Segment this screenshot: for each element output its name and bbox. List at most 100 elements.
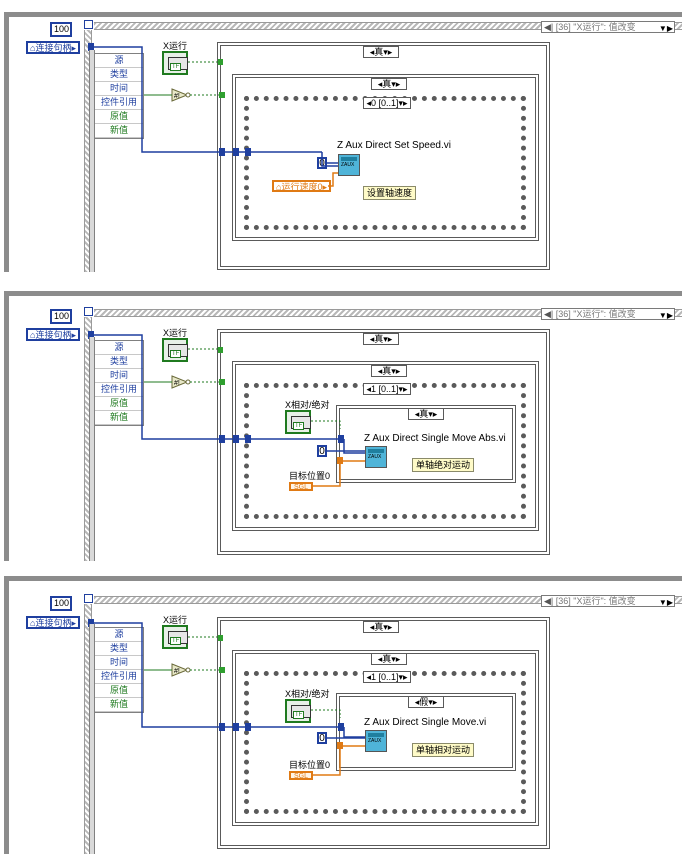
event-data-type: 类型 [95, 642, 143, 656]
event-case-selector[interactable]: ◀| [36] "X运行": 值改变 ▼▶ [541, 595, 675, 607]
outer-case-tunnel [218, 635, 223, 641]
event-data-ctlref: 控件引用 [95, 96, 143, 110]
event-data-source: 源 [95, 341, 143, 355]
nested-case-selector[interactable]: ◂真▾▸ [408, 408, 444, 420]
comment-label: 单轴相对运动 [412, 743, 475, 757]
outer-case-tunnel [218, 59, 223, 65]
zero-constant[interactable]: 0 [317, 157, 327, 169]
target-position-control[interactable]: SGL [289, 771, 313, 780]
inner-case-value: 真 [382, 366, 392, 376]
outer-case-value: 真 [374, 334, 384, 344]
outer-case-tunnel [218, 347, 223, 353]
event-data-type: 类型 [95, 68, 143, 82]
panel-border [4, 576, 682, 581]
not-gate-icon: #! [171, 375, 191, 391]
inner-case-value: 真 [382, 654, 392, 664]
nested-case-value: 假 [419, 697, 429, 707]
house-icon: ⌂ [276, 182, 282, 192]
outer-case-structure [217, 42, 550, 270]
event-selector-arrows-icon[interactable]: ▼▶ [658, 311, 673, 320]
sequence-value: 1 [0..1] [370, 672, 399, 682]
event-data-type: 类型 [95, 355, 143, 369]
handle-tunnel [88, 619, 94, 627]
diagram-panel-3: 100 ◀| [36] "X运行": 值改变 ▼▶ ⌂连接句柄▸ 源 类型 时间… [4, 576, 682, 854]
event-data-ctlref: 控件引用 [95, 670, 143, 684]
event-selector-label: [36] "X运行": 值改变 [555, 22, 636, 32]
svg-text:#!: #! [174, 93, 180, 100]
panel-border [4, 12, 9, 272]
house-icon: ⌂ [30, 618, 36, 628]
inner-case-structure [232, 650, 539, 826]
event-selector-left-icon[interactable]: ◀| [544, 22, 554, 32]
timeout-constant[interactable]: 100 [50, 309, 72, 324]
house-icon: ⌂ [30, 43, 36, 53]
timeout-constant[interactable]: 100 [50, 596, 72, 611]
event-selector-arrows-icon[interactable]: ▼▶ [658, 598, 673, 607]
panel-border [4, 12, 682, 17]
speed-control[interactable]: ⌂运行速度0▸ [272, 180, 331, 192]
zero-constant[interactable]: 0 [317, 445, 327, 457]
not-gate-icon: #! [171, 663, 191, 679]
event-case-selector[interactable]: ◀| [36] "X运行": 值改变 ▼▶ [541, 308, 675, 320]
handle-tunnel [88, 331, 94, 339]
event-selector-arrows-icon[interactable]: ▼▶ [658, 24, 673, 33]
vi-icon[interactable]: ZAUX [338, 154, 360, 176]
event-data-time: 时间 [95, 656, 143, 670]
outer-case-value: 真 [374, 47, 384, 57]
timeout-terminal-icon [84, 594, 93, 603]
event-data-node: 源 类型 时间 控件引用 原值 新值 [94, 627, 144, 713]
zero-constant[interactable]: 0 [317, 732, 327, 744]
outer-case-selector[interactable]: ◂真▾▸ [363, 621, 399, 633]
comment-label: 单轴绝对运动 [412, 458, 475, 472]
nested-case-structure [336, 693, 516, 771]
outer-case-value: 真 [374, 622, 384, 632]
event-data-strip [89, 50, 95, 272]
event-selector-left-icon[interactable]: ◀| [544, 309, 554, 319]
event-data-source: 源 [95, 54, 143, 68]
boolean-button-icon[interactable]: TF [162, 625, 188, 649]
event-data-newval: 新值 [95, 411, 143, 425]
sequence-selector[interactable]: ◂1 [0..1]▾▸ [363, 671, 411, 683]
diagram-panel-1: 100 ◀| [36] "X运行": 值改变 ▼▶ ⌂连接句柄▸ 源 类型 时间… [4, 12, 682, 272]
vi-icon[interactable]: ZAUX [365, 446, 387, 468]
inner-case-value: 真 [382, 79, 392, 89]
vi-title: Z Aux Direct Set Speed.vi [337, 140, 451, 151]
speed-control-label: 运行速度0 [281, 182, 323, 192]
connection-handle-control[interactable]: ⌂连接句柄▸ [26, 41, 80, 54]
comment-label: 设置轴速度 [363, 186, 417, 200]
timeout-terminal-icon [84, 20, 93, 29]
nested-case-selector[interactable]: ◂假▾▸ [408, 696, 444, 708]
sequence-value: 1 [0..1] [370, 384, 399, 394]
event-selector-left-icon[interactable]: ◀| [544, 596, 554, 606]
vi-icon[interactable]: ZAUX [365, 730, 387, 752]
event-selector-label: [36] "X运行": 值改变 [555, 596, 636, 606]
event-data-oldval: 原值 [95, 397, 143, 411]
event-data-time: 时间 [95, 369, 143, 383]
sequence-selector[interactable]: ◂0 [0..1]▾▸ [363, 97, 411, 109]
inner-case-selector[interactable]: ◂真▾▸ [371, 653, 407, 665]
timeout-constant[interactable]: 100 [50, 22, 72, 37]
handle-label: 连接句柄 [35, 43, 72, 53]
event-data-newval: 新值 [95, 124, 143, 138]
inner-case-selector[interactable]: ◂真▾▸ [371, 78, 407, 90]
connection-handle-control[interactable]: ⌂连接句柄▸ [26, 328, 80, 341]
inner-case-selector[interactable]: ◂真▾▸ [371, 365, 407, 377]
panel-border [4, 291, 682, 296]
target-position-control[interactable]: SGL [289, 482, 313, 491]
toggle-button-icon[interactable]: TF [285, 699, 311, 723]
connection-handle-control[interactable]: ⌂连接句柄▸ [26, 616, 80, 629]
inner-case-structure [232, 361, 539, 531]
boolean-button-icon[interactable]: TF [162, 51, 188, 75]
boolean-button-icon[interactable]: TF [162, 338, 188, 362]
event-data-oldval: 原值 [95, 684, 143, 698]
target-label: 目标位置0 [289, 760, 331, 770]
outer-case-selector[interactable]: ◂真▾▸ [363, 46, 399, 58]
nested-case-structure [336, 405, 516, 483]
outer-case-selector[interactable]: ◂真▾▸ [363, 333, 399, 345]
event-data-oldval: 原值 [95, 110, 143, 124]
event-case-selector[interactable]: ◀| [36] "X运行": 值改变 ▼▶ [541, 21, 675, 33]
sequence-selector[interactable]: ◂1 [0..1]▾▸ [363, 383, 411, 395]
event-data-time: 时间 [95, 82, 143, 96]
toggle-button-icon[interactable]: TF [285, 410, 311, 434]
sequence-value: 0 [0..1] [370, 98, 399, 108]
